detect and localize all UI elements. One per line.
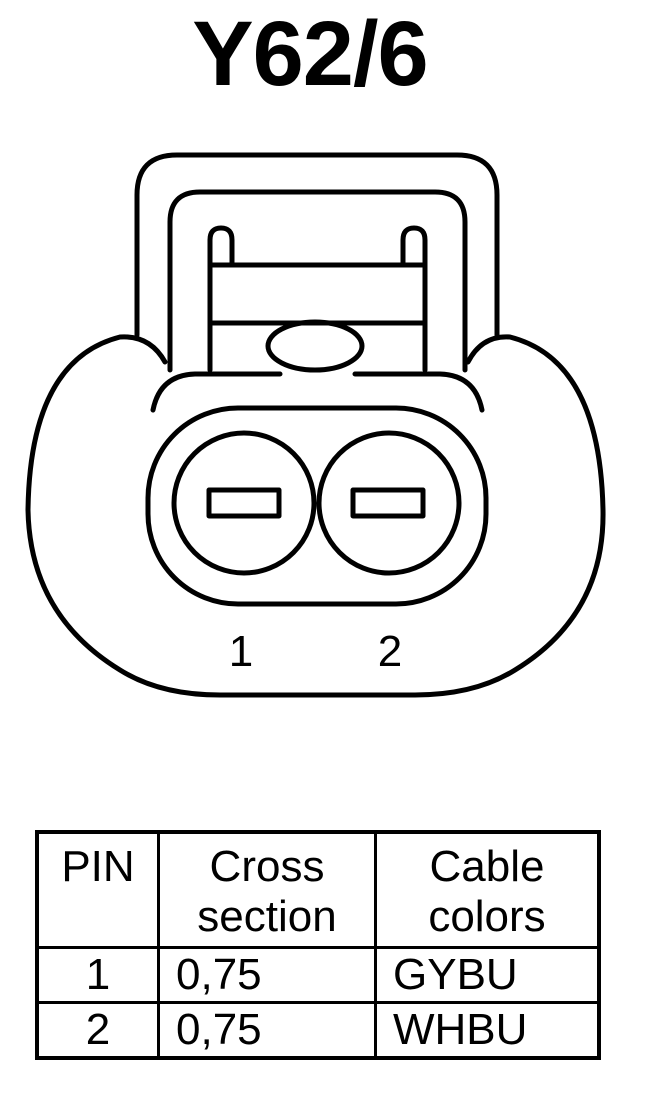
- row-2-cross-section: 0,75: [157, 1001, 377, 1060]
- table-row: 2 0,75 WHBU: [35, 1001, 601, 1060]
- pin-1-socket: [171, 430, 317, 576]
- pin-cavity-housing: [145, 405, 489, 607]
- latch-inner-frame: [167, 189, 468, 373]
- connector-body: [25, 334, 606, 698]
- latch-outer-frame: [134, 152, 500, 338]
- pin-1-contact: [206, 487, 282, 519]
- row-2-pin: 2: [35, 1001, 160, 1060]
- pin-2-label: 2: [378, 627, 402, 676]
- row-2-cable-color: WHBU: [374, 1001, 601, 1060]
- connector-diagram: 1 2: [25, 152, 606, 698]
- table-header-row: PIN Cross section Cable colors: [35, 830, 601, 949]
- row-1-cross-section: 0,75: [157, 946, 377, 1004]
- pin-1-label: 1: [229, 627, 253, 676]
- row-1-pin: 1: [35, 946, 160, 1004]
- pin-2-contact: [350, 487, 426, 519]
- row-1-cable-color: GYBU: [374, 946, 601, 1004]
- body-shoulder-left: [150, 371, 283, 413]
- pin-assignment-table: PIN Cross section Cable colors 1 0,75 GY…: [35, 830, 601, 1060]
- latch-prong-right: [400, 225, 428, 373]
- connector-title: Y62/6: [192, 3, 428, 105]
- table-row: 1 0,75 GYBU: [35, 946, 601, 1004]
- latch-prong-left: [207, 225, 235, 373]
- body-shoulder-right: [352, 371, 485, 413]
- latch-oval: [265, 319, 365, 373]
- pin-2-socket: [316, 430, 462, 576]
- header-cable-colors: Cable colors: [374, 830, 601, 949]
- header-pin: PIN: [35, 830, 160, 949]
- header-cross-section: Cross section: [157, 830, 377, 949]
